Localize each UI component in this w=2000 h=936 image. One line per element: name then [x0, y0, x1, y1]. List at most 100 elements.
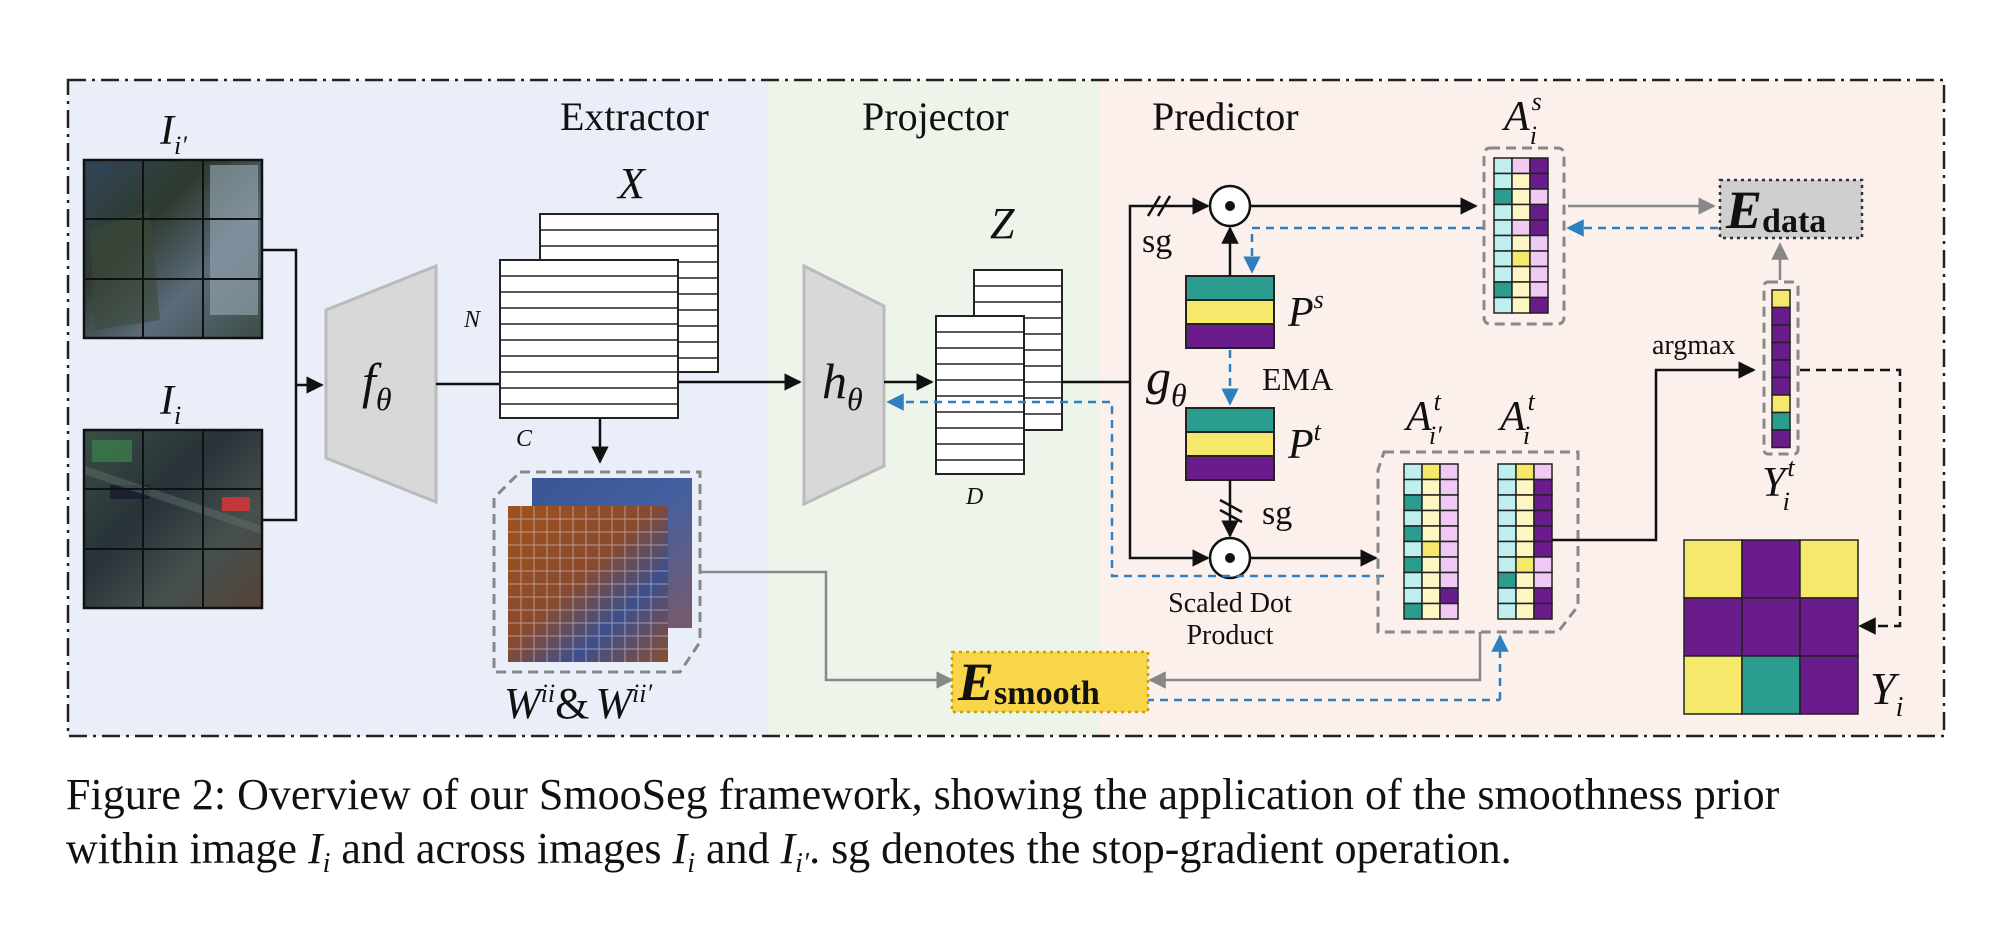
assignment-teacher-prime-cell: [1439, 540, 1459, 558]
assignment-teacher-cell: [1533, 525, 1553, 543]
assignment-teacher-cell: [1497, 587, 1517, 605]
assignment-student-cell: [1511, 219, 1531, 237]
assignment-student-cell: [1529, 157, 1549, 175]
segmentation-cell: [1799, 539, 1859, 599]
segmentation-cell: [1741, 655, 1801, 715]
assignment-teacher-cell: [1497, 602, 1517, 620]
caption-line-1: Figure 2: Overview of our SmooSeg framew…: [66, 770, 1780, 819]
assignment-teacher-prime-cell: [1403, 463, 1423, 481]
assignment-teacher-prime-cell: [1439, 556, 1459, 574]
hard-prediction-cell: [1771, 341, 1791, 361]
assignment-teacher-cell: [1497, 463, 1517, 481]
assignment-student: [1482, 146, 1566, 326]
assignment-teacher-cell: [1497, 556, 1517, 574]
assignment-teacher-prime-cell: [1439, 478, 1459, 496]
assignment-teacher-cell: [1533, 463, 1553, 481]
assignment-student-cell: [1529, 281, 1549, 299]
assignment-teacher-prime-cell: [1421, 509, 1441, 527]
assignment-student-cell: [1529, 250, 1549, 268]
sg-branch-top: [1128, 197, 1210, 382]
stop-gradient-mark-bottom: [1219, 498, 1243, 524]
predictor-network-label: gθ: [1146, 349, 1187, 413]
assignment-teacher-cell: [1515, 494, 1535, 512]
stop-gradient-mark-top: [1146, 195, 1172, 217]
branch-bottom: [1128, 382, 1210, 567]
segmentation-cell: [1683, 597, 1743, 657]
assignment-student-cell: [1493, 296, 1513, 314]
assignment-student-cell: [1493, 281, 1513, 299]
hard-prediction-cell: [1771, 324, 1791, 344]
yt-to-yi-arrow: [1800, 368, 1902, 635]
dot-product-label-line2: Product: [1186, 620, 1273, 651]
projector-network: [802, 263, 886, 507]
assignment-teacher-cell: [1497, 571, 1517, 589]
assignment-student-cell: [1511, 203, 1531, 221]
dot-product-node-top: [1208, 184, 1252, 228]
assignment-student-cell: [1493, 234, 1513, 252]
assignment-teacher-prime-cell: [1439, 602, 1459, 620]
assignment-teacher-cell: [1515, 571, 1535, 589]
extractor-network: [324, 263, 438, 505]
hard-prediction-cell: [1771, 411, 1791, 431]
assignment-student-cell: [1529, 219, 1549, 237]
assignment-teacher-cell: [1533, 478, 1553, 496]
assignment-teacher-cell: [1497, 494, 1517, 512]
figure-caption: Figure 2: Overview of our SmooSeg framew…: [66, 768, 1966, 878]
assignment-teacher-prime-cell: [1403, 587, 1423, 605]
predictor-title: Predictor: [1152, 94, 1299, 139]
assignment-teacher-cell: [1497, 540, 1517, 558]
assignment-student-cell: [1529, 172, 1549, 190]
assignment-teacher-cell: [1515, 602, 1535, 620]
input-merge-connector: [262, 248, 322, 522]
prototypes-teacher: [1185, 407, 1275, 481]
outer-frame: [66, 78, 1946, 738]
segmentation-cell: [1683, 539, 1743, 599]
assignment-teacher-prime-cell: [1403, 509, 1423, 527]
assignment-teacher-cell: [1533, 494, 1553, 512]
affinity-maps: [492, 470, 702, 674]
assignment-student-cell: [1511, 296, 1531, 314]
assignment-student-cell: [1493, 157, 1513, 175]
assignment-teacher-cell: [1515, 478, 1535, 496]
assignment-teacher-cell: [1515, 525, 1535, 543]
assignment-student-cell: [1493, 203, 1513, 221]
assignment-teacher-prime-cell: [1403, 478, 1423, 496]
gradient-path-to-ps: [1243, 226, 1484, 274]
assignment-teacher-prime-cell: [1403, 556, 1423, 574]
assignment-teacher-cell: [1533, 509, 1553, 527]
dot-product-node-bottom: [1208, 536, 1252, 580]
assignment-teacher-prime-cell: [1403, 494, 1423, 512]
assignment-teacher-cell: [1533, 587, 1553, 605]
hard-prediction-cell: [1771, 306, 1791, 326]
smooth-loss-box: [950, 650, 1150, 714]
assignment-student-cell: [1511, 188, 1531, 206]
assignment-teacher-cell: [1533, 540, 1553, 558]
assignment-teacher-cell: [1533, 556, 1553, 574]
input-image-i: [82, 428, 264, 610]
argmax-label: argmax: [1652, 330, 1735, 361]
feature-z-label: Z: [990, 199, 1015, 248]
assignment-teacher-prime-cell: [1421, 494, 1441, 512]
sg-label-top: sg: [1142, 223, 1172, 260]
input-image-i-prime: [82, 158, 264, 340]
affinity-label: Wii&Wii′: [504, 679, 652, 728]
assignment-teacher-prime-cell: [1421, 587, 1441, 605]
projected-features-z: [935, 269, 1063, 475]
assignment-student-cell: [1529, 265, 1549, 283]
segmentation-cell: [1741, 539, 1801, 599]
segmentation-cell: [1741, 597, 1801, 657]
assignment-teacher-cell: [1515, 540, 1535, 558]
segmentation-cell: [1683, 655, 1743, 715]
projector-network-label: hθ: [822, 353, 863, 417]
assignment-teacher-prime-cell: [1439, 571, 1459, 589]
assignment-student-cell: [1529, 203, 1549, 221]
segmentation-map: [1683, 539, 1859, 715]
prototypes-student: [1185, 275, 1275, 349]
assignment-teacher-prime-cell: [1439, 509, 1459, 527]
feature-map-x: [499, 213, 719, 419]
smooth-loss-label: Esmooth: [957, 652, 1100, 712]
hard-prediction-cell: [1771, 359, 1791, 379]
